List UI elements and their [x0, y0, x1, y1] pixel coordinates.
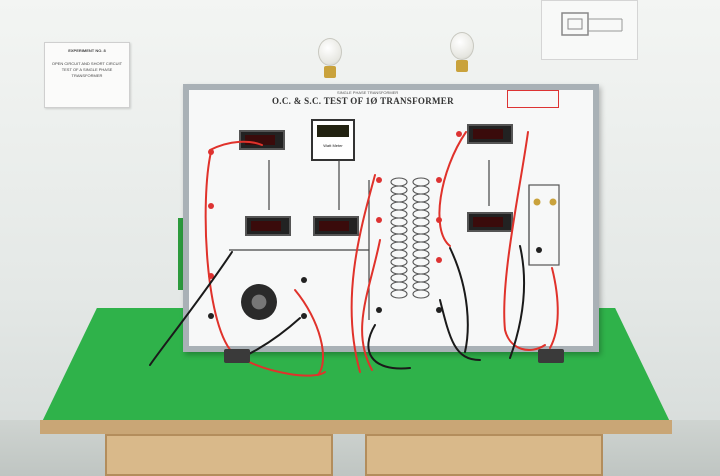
notice-heading: EXPERIMENT NO. 8: [68, 48, 106, 53]
voltmeter-mid: [313, 216, 359, 236]
table-rail: [40, 420, 672, 434]
variac-knob[interactable]: [241, 284, 277, 320]
bulb-glass-icon: [450, 32, 474, 60]
wattmeter: Watt Meter: [311, 119, 355, 161]
test-panel: SINGLE PHASE TRANSFORMER O.C. & S.C. TES…: [183, 84, 599, 352]
notice-body: OPEN CIRCUIT AND SHORT CIRCUIT TEST OF A…: [51, 61, 123, 78]
circuit-diagram-poster: [541, 0, 638, 60]
ammeter-primary: [239, 130, 285, 150]
lamp-left: [318, 38, 342, 86]
transformer-coils-icon: [208, 131, 560, 320]
drawer-right: [365, 434, 603, 476]
ammeter-secondary: [467, 124, 513, 144]
panel-stand-right: [538, 349, 564, 363]
poster-diagram-icon: [561, 12, 623, 36]
logo-badge: [507, 90, 559, 108]
bulb-glass-icon: [318, 38, 342, 66]
voltmeter-secondary: [467, 212, 513, 232]
panel-title: O.C. & S.C. TEST OF 1Ø TRANSFORMER: [272, 96, 454, 106]
wall-notice: EXPERIMENT NO. 8 OPEN CIRCUIT AND SHORT …: [44, 42, 130, 108]
drawer-left: [105, 434, 333, 476]
panel-stand-left: [224, 349, 250, 363]
lamp-right: [450, 32, 474, 80]
voltmeter-primary: [245, 216, 291, 236]
panel-subtitle: SINGLE PHASE TRANSFORMER: [337, 90, 399, 95]
wattmeter-label: Watt Meter: [323, 143, 343, 148]
